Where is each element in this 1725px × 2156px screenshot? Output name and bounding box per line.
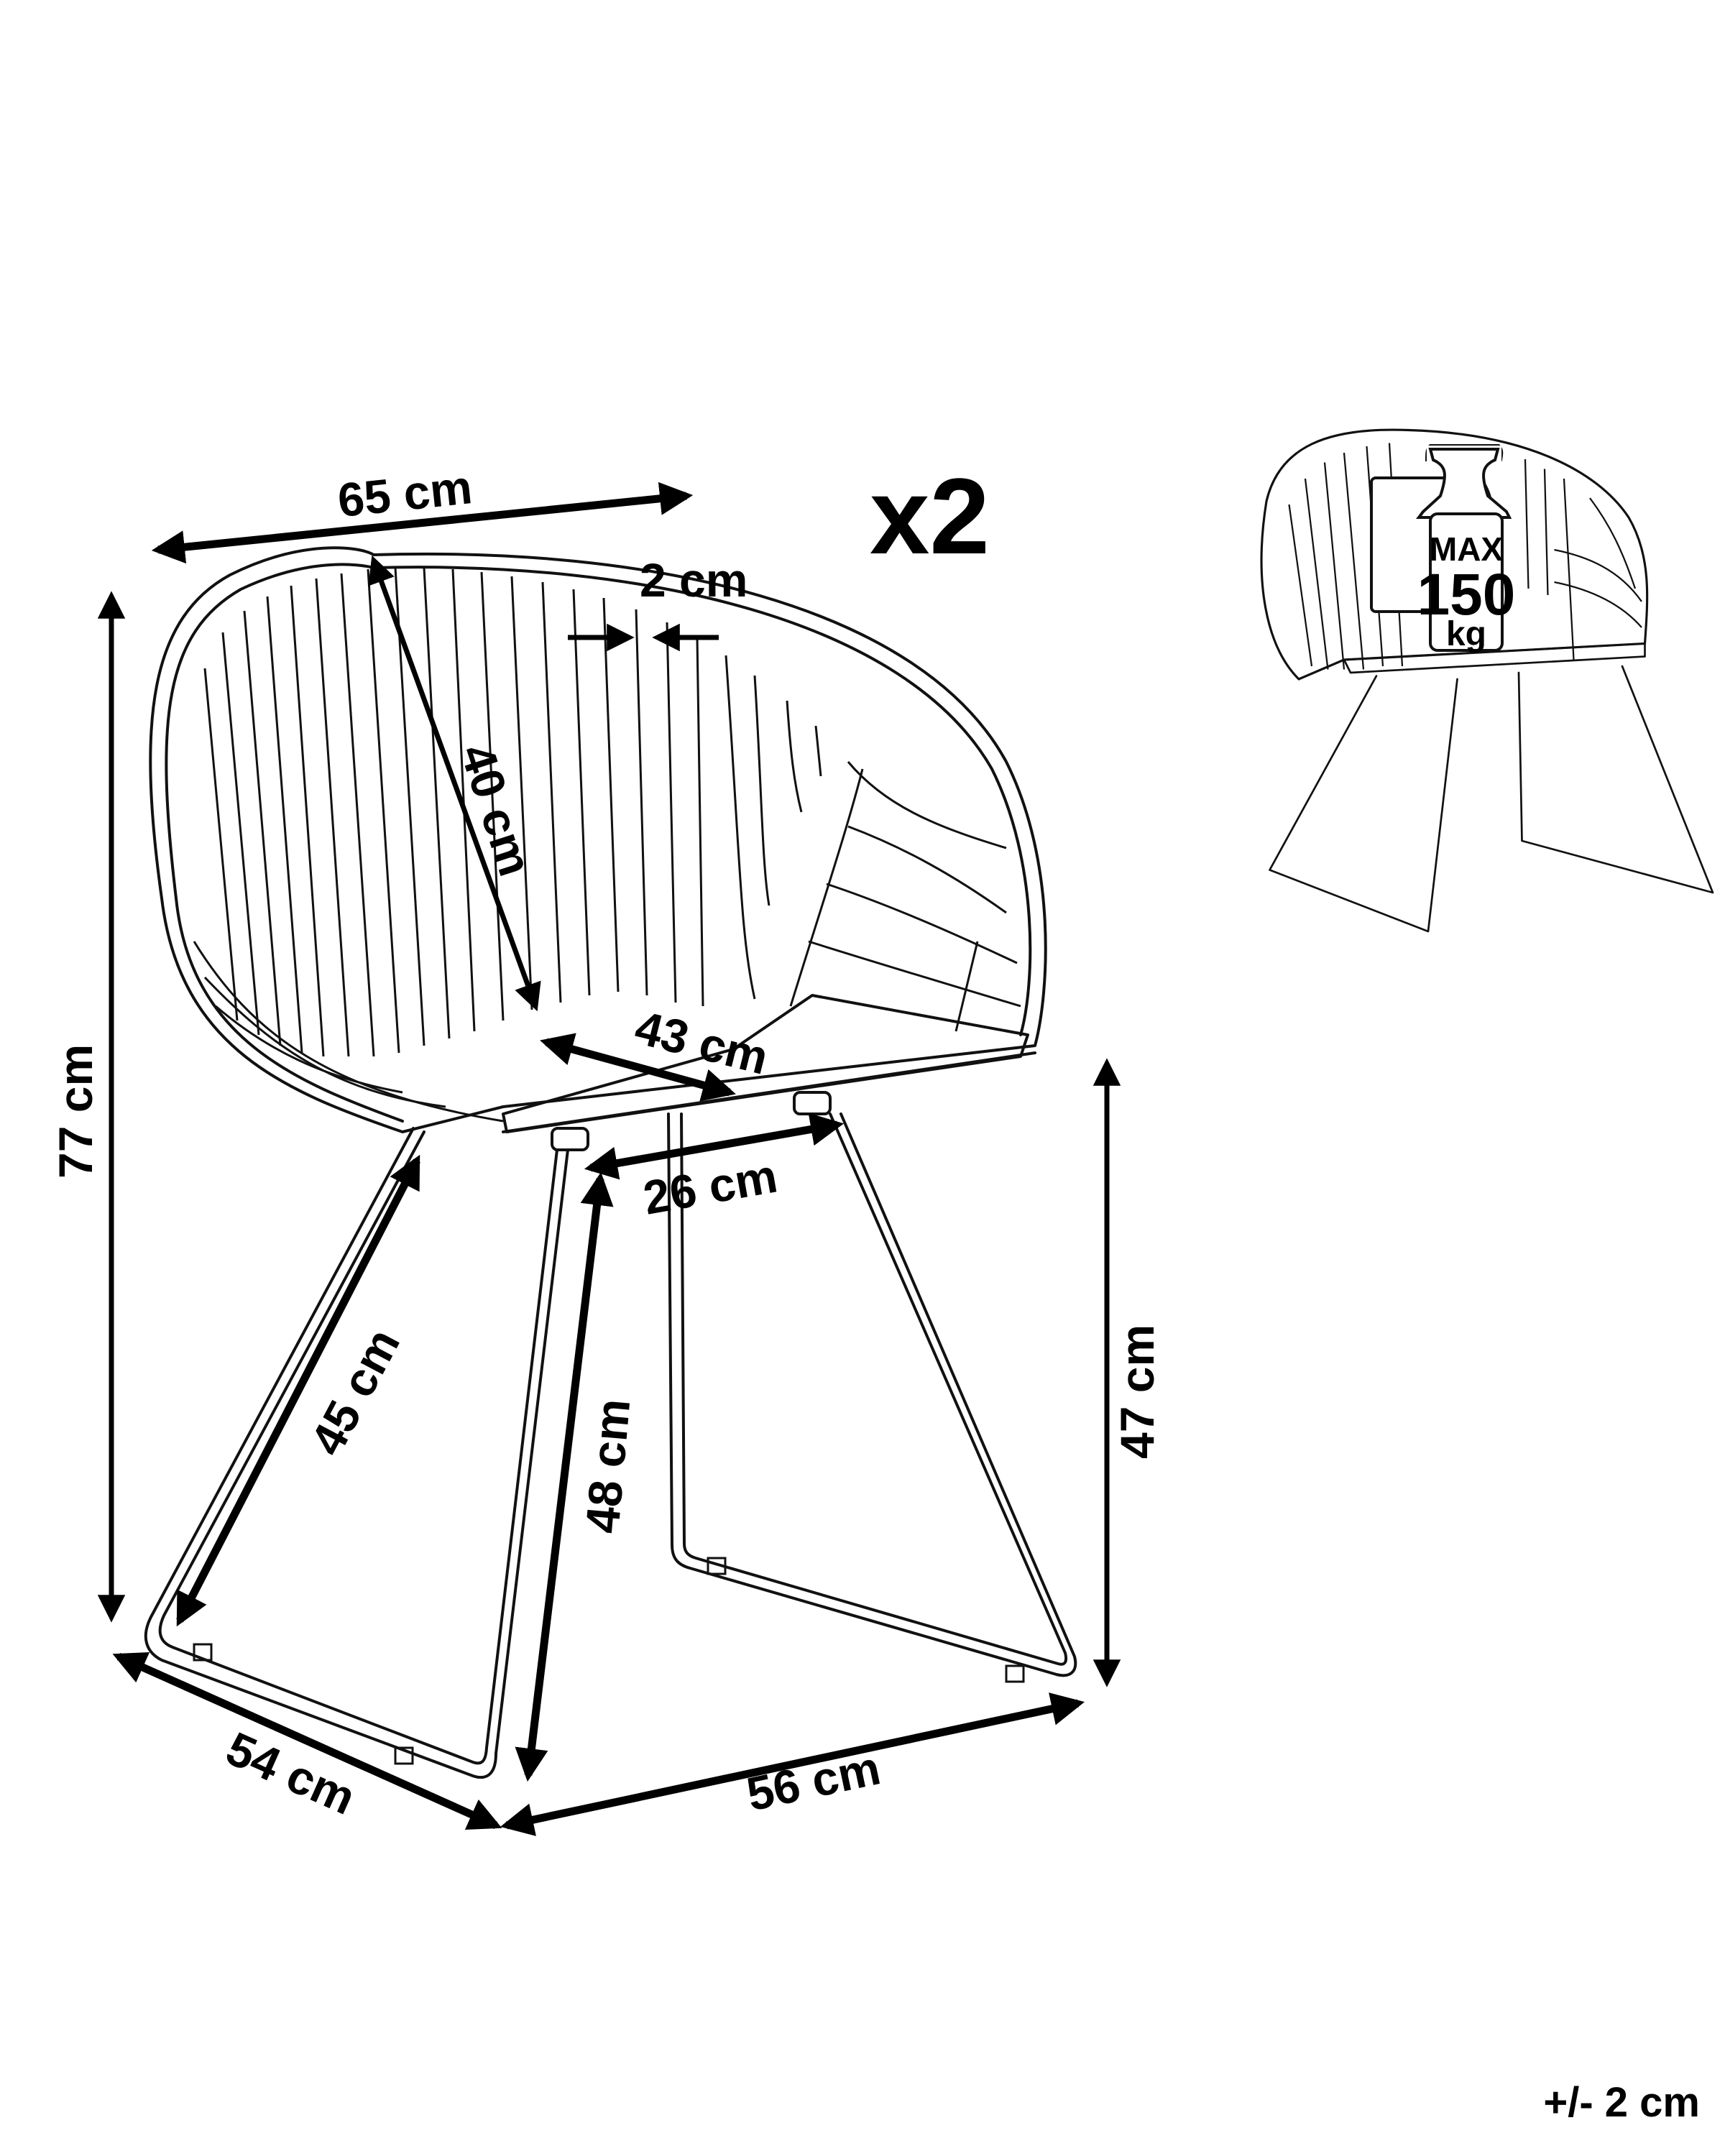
dim-label-base-width: 56 cm (742, 1741, 885, 1820)
dim-arrow-base-depth (112, 1652, 502, 1830)
dim-label-seat-height: 47 cm (1110, 1325, 1164, 1459)
dim-arrow-base-width (500, 1692, 1085, 1836)
tolerance-note: +/- 2 cm (1543, 2079, 1700, 2126)
dim-label-wire-gap: 2 cm (640, 553, 748, 607)
quantity-label: x2 (870, 456, 990, 576)
badge-max: MAX (1430, 530, 1504, 568)
badge-unit: kg (1446, 615, 1486, 653)
dim-label-overall-height: 77 cm (49, 1044, 102, 1179)
dim-arrow-width-top (151, 482, 694, 564)
dim-arrow-seat-depth (540, 1033, 736, 1102)
dim-label-rear-leg: 48 cm (575, 1396, 640, 1535)
lower-shell-wires (193, 941, 504, 1123)
badge-weight: 150 (1417, 562, 1516, 627)
dim-label-front-leg: 45 cm (300, 1320, 410, 1464)
max-load-badge: MAX 150 kg (1370, 444, 1516, 653)
dim-arrow-front-leg (176, 1154, 420, 1627)
side-wires (789, 761, 1021, 1032)
dim-label-leg-gap: 26 cm (640, 1148, 781, 1224)
dim-arrow-leg-gap (584, 1112, 845, 1180)
dim-arrow-rear-leg (515, 1171, 614, 1782)
load-capacity-illustration (1260, 428, 1714, 933)
dim-arrow-backrest (368, 555, 541, 1012)
